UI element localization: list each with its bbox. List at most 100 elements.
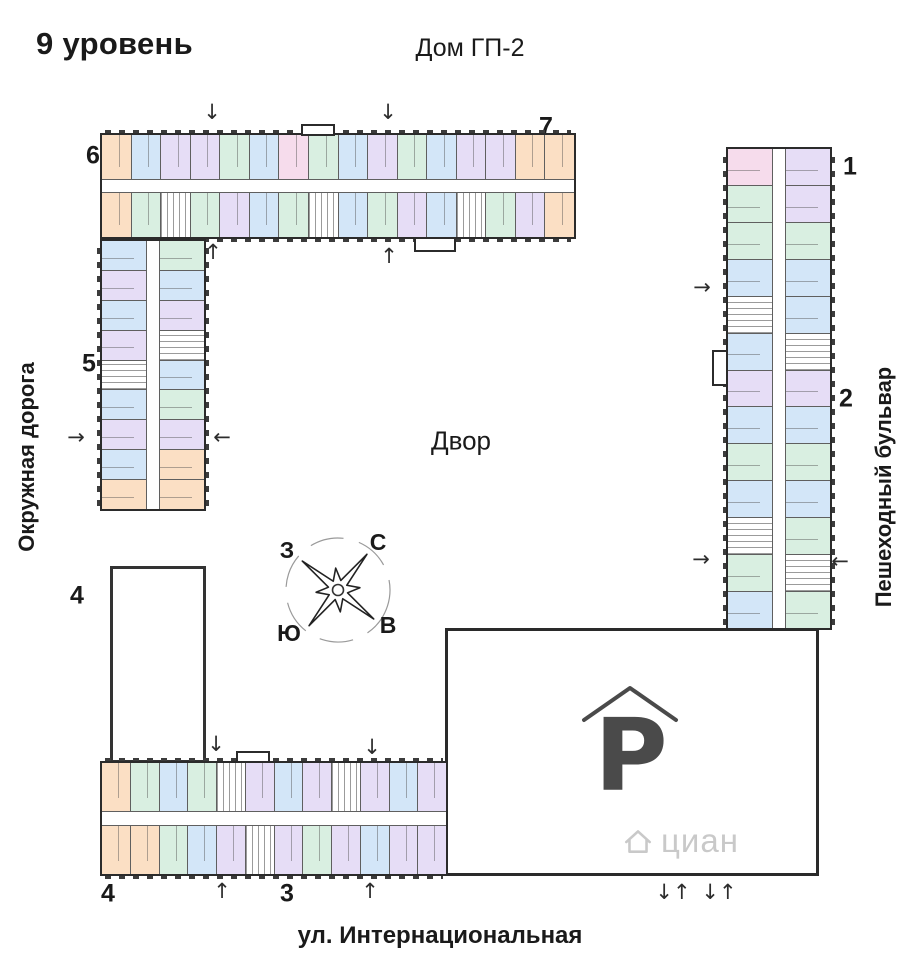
unit-strip (102, 825, 446, 875)
apartment-unit (785, 591, 830, 628)
stair-core (244, 825, 274, 875)
apartment-unit (785, 149, 830, 185)
unit-strip (102, 763, 446, 812)
building-label: Дом ГП-2 (415, 34, 525, 62)
apartment-unit (187, 763, 216, 812)
entrance-porch (712, 350, 728, 386)
apartment-unit (388, 825, 418, 875)
unit-strip (102, 241, 147, 510)
apartment-unit (159, 389, 204, 420)
section-label-3: 3 (280, 879, 294, 908)
stair-core (455, 192, 486, 237)
apartment-unit (359, 763, 389, 812)
corridor (146, 241, 160, 509)
building-wing-east (723, 147, 835, 630)
entrance-arrow: ↓ (379, 100, 397, 124)
apartment-unit (158, 763, 188, 812)
stair-core (785, 554, 830, 592)
apartment-unit (219, 192, 249, 237)
stair-core (331, 763, 360, 812)
apartment-unit (187, 825, 216, 875)
apartment-unit (785, 258, 830, 296)
apartment-unit (158, 825, 188, 875)
stair-core (159, 329, 204, 360)
apartment-unit (785, 295, 830, 333)
section-label-1: 1 (843, 152, 857, 181)
parking-area (445, 628, 819, 876)
apartment-unit (248, 192, 279, 237)
stair-core (102, 359, 147, 390)
apartment-unit (728, 369, 773, 407)
apartment-unit (216, 825, 245, 875)
apartment-unit (396, 135, 427, 180)
apartment-unit (728, 591, 773, 628)
apartment-unit (102, 192, 131, 237)
apartment-unit (785, 443, 830, 481)
building-wing-west (97, 239, 209, 511)
entrance-porch (414, 237, 456, 252)
apartment-unit (785, 184, 830, 222)
watermark-text: циан (661, 822, 739, 859)
entrance-arrow: ↓↑ (655, 880, 691, 904)
entrance-arrow: ↑ (380, 244, 398, 268)
unit-strip (102, 192, 574, 237)
apartment-unit (130, 135, 161, 180)
apartment-unit (219, 135, 249, 180)
tower-outline-section-4 (110, 566, 206, 763)
courtyard-label: Двор (430, 425, 492, 456)
entrance-porch (301, 124, 335, 136)
apartment-unit (426, 192, 456, 237)
apartment-unit (129, 825, 159, 875)
apartment-unit (130, 192, 161, 237)
building-wing-south (100, 758, 448, 879)
entrance-porch (236, 751, 270, 763)
entrance-arrow: → (693, 275, 711, 299)
stair-core (785, 332, 830, 370)
apartment-unit (278, 192, 308, 237)
stair-core (307, 192, 338, 237)
apartment-unit (273, 825, 303, 875)
street-label-right: Пешеходный бульвар (871, 366, 896, 608)
apartment-unit (160, 135, 190, 180)
section-label-4-tower: 4 (70, 581, 84, 610)
entrance-arrow: ← (213, 425, 231, 449)
compass-north: С (370, 529, 387, 555)
apartment-unit (102, 763, 130, 812)
apartment-unit (307, 135, 338, 180)
apartment-unit (102, 269, 147, 300)
apartment-unit (273, 763, 303, 812)
parking-roof-icon (582, 686, 678, 722)
apartment-unit (388, 763, 418, 812)
apartment-unit (728, 406, 773, 444)
section-label-4: 4 (101, 879, 115, 908)
apartment-unit (785, 221, 830, 259)
house-icon (624, 830, 652, 853)
entrance-arrow: ↓↑ (701, 880, 737, 904)
apartment-unit (159, 269, 204, 300)
compass-west: З (280, 537, 294, 563)
apartment-unit (337, 135, 368, 180)
apartment-unit (102, 241, 147, 270)
compass-south: Ю (277, 620, 301, 646)
apartment-unit (302, 763, 331, 812)
corridor (102, 179, 574, 193)
apartment-unit (337, 192, 368, 237)
compass-east: В (380, 612, 397, 638)
unit-strip (159, 241, 204, 510)
stair-core (728, 295, 773, 333)
apartment-unit (367, 135, 397, 180)
entrance-arrow: → (692, 547, 710, 571)
apartment-unit (102, 479, 147, 510)
stair-core (216, 763, 245, 812)
entrance-arrow: ↓ (203, 100, 221, 124)
apartment-unit (417, 763, 446, 812)
apartment-unit (189, 192, 220, 237)
street-label-left: Окружная дорога (14, 362, 39, 552)
stair-core (160, 192, 190, 237)
apartment-unit (728, 149, 773, 185)
apartment-unit (514, 135, 545, 180)
apartment-unit (331, 825, 360, 875)
apartment-unit (485, 192, 515, 237)
apartment-unit (396, 192, 427, 237)
apartment-unit (102, 299, 147, 330)
